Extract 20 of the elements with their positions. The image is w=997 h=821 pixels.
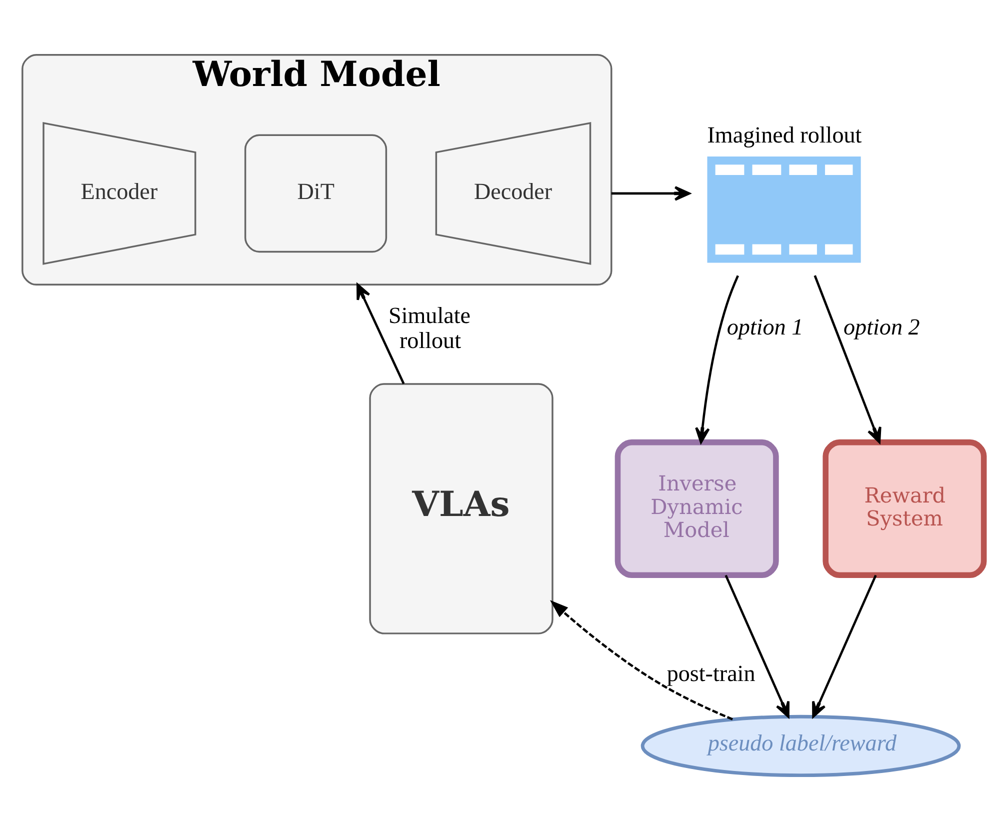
node-box: Reward System bbox=[822, 439, 987, 578]
arrow bbox=[814, 275, 882, 444]
node-ellipse: pseudo label/reward bbox=[640, 714, 961, 778]
node-box: DiT bbox=[244, 134, 388, 253]
arrow bbox=[812, 574, 877, 718]
node-box: Inverse Dynamic Model bbox=[614, 439, 779, 578]
node-box: Encoder bbox=[42, 122, 196, 265]
edge-label: option 2 bbox=[844, 313, 920, 340]
node-label: Imagined rollout bbox=[707, 122, 862, 148]
node-box bbox=[707, 156, 861, 263]
arrow bbox=[550, 600, 733, 720]
arrow bbox=[611, 186, 690, 201]
edge-label: post-train bbox=[666, 660, 756, 686]
arrow bbox=[356, 284, 405, 384]
node-box: Decoder bbox=[435, 122, 592, 265]
node-box: VLAs bbox=[369, 383, 554, 634]
arrow bbox=[695, 275, 739, 444]
arrow bbox=[724, 574, 790, 718]
edge-label: Simulate rollout bbox=[388, 302, 471, 354]
edge-label: option 1 bbox=[726, 313, 804, 340]
